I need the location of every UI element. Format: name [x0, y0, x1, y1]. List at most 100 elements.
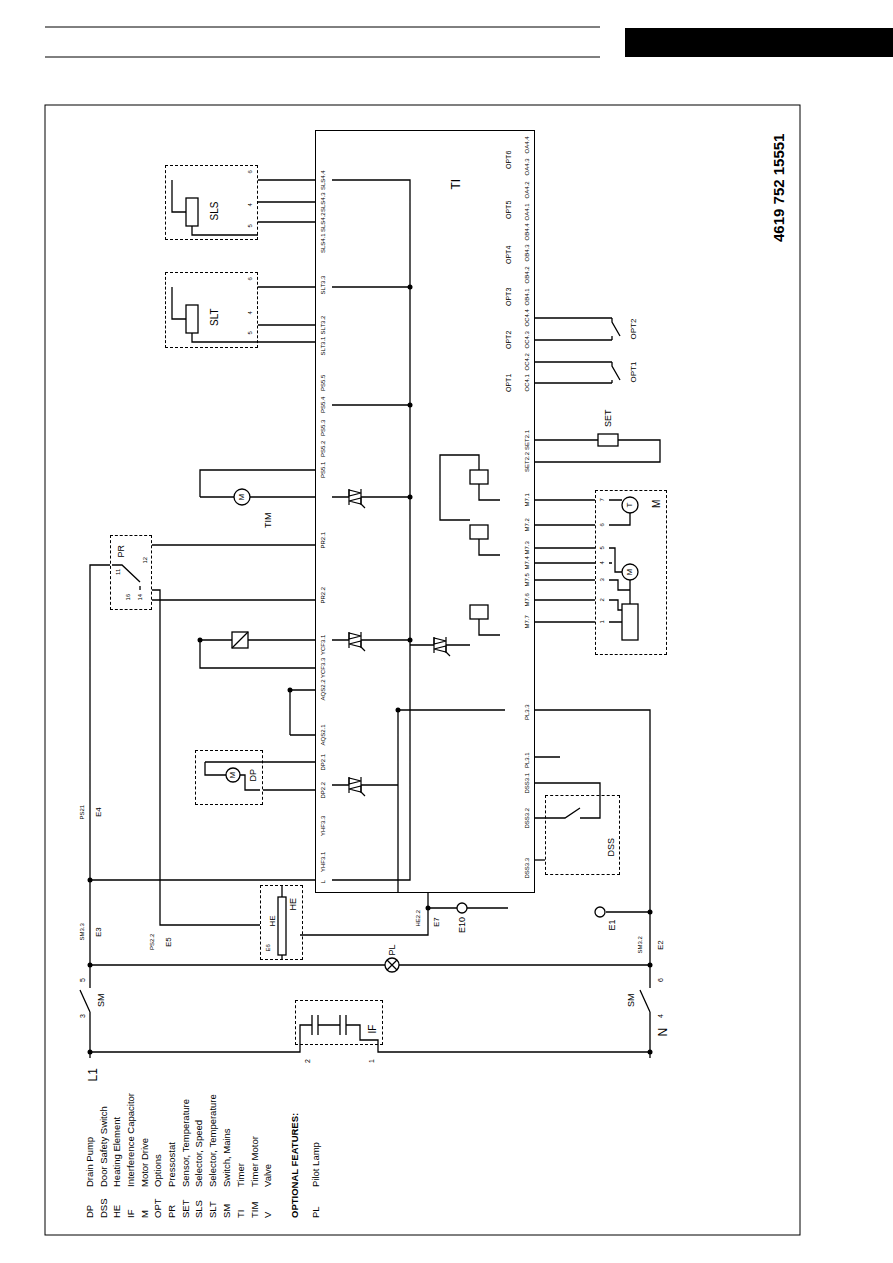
schematic-label: Selector, Temperature [208, 1094, 218, 1187]
schematic-label: V [263, 1212, 273, 1218]
schematic-label: SLT [208, 1201, 218, 1218]
junction-dot [408, 638, 413, 643]
relay-coil-symbol [470, 470, 488, 484]
schematic-label: 5 [247, 224, 253, 227]
schematic-label: PR2.1 [320, 532, 326, 549]
header-rule [45, 27, 600, 57]
schematic-label: SLS [194, 1200, 204, 1218]
schematic-label: Drain Pump [85, 1137, 95, 1187]
junction-dot [408, 403, 413, 408]
schematic-label: 5 [79, 978, 86, 982]
schematic-label: Motor Drive [140, 1138, 150, 1187]
schematic-label: OC4.1 [524, 374, 530, 391]
schematic-label: SLS4.4 [320, 170, 326, 190]
schematic-label: PR [167, 1205, 177, 1218]
schematic-label: E2 [657, 940, 665, 950]
schematic-label: SM3.3 [79, 923, 85, 940]
timer-motor-symbol [234, 489, 250, 505]
schematic-label: E3 [95, 927, 103, 937]
schematic-label: 7 [599, 498, 605, 501]
schematic-label: M7.4 [524, 556, 530, 569]
pilot-lamp-cross [387, 960, 397, 970]
schematic-label: SLT3.1 [320, 337, 326, 356]
schematic-label: M [238, 494, 246, 501]
schematic-label: SET2.2 [524, 452, 530, 472]
rotated-sheet: TISLSSLTPRDPHEHEDSSMIFDPDrain PumpDSSDoo… [45, 105, 800, 1235]
triac-symbol [349, 777, 365, 796]
schematic-label: Switch, Mains [222, 1128, 232, 1187]
schematic-label: M7.3 [524, 541, 530, 554]
schematic-label: PS5.1 [320, 462, 326, 478]
heating-element-symbol [278, 897, 286, 955]
header-bar [625, 28, 893, 57]
schematic-label: 1 [368, 1059, 375, 1063]
schematic-label: Sensor, Temperature [181, 1099, 191, 1187]
schematic-label: PL3.1 [524, 752, 530, 768]
schematic-label: E1 [608, 919, 617, 930]
schematic-label: SLT3.3 [320, 276, 326, 295]
schematic-label: HE [112, 1205, 122, 1218]
schematic-label: PL [388, 944, 397, 955]
schematic-label: 1 [599, 620, 605, 623]
schematic-label: SET [604, 409, 613, 427]
wire-connector [263, 789, 315, 790]
schematic-label: Pressostat [167, 1142, 177, 1187]
schematic-label: Timer [236, 1163, 246, 1187]
schematic-label: SLS4.3 [320, 192, 326, 212]
sensor-resistor-symbol [598, 434, 618, 446]
schematic-label: PL [311, 1206, 321, 1218]
schematic-label: OPT1 [505, 374, 512, 392]
junction-dot [408, 495, 413, 500]
component-label: PR [117, 545, 126, 558]
schematic-label: 2 [304, 1059, 311, 1063]
schematic-label: 16 [125, 594, 131, 601]
motor-symbol [622, 564, 638, 580]
schematic-label: M7.7 [524, 615, 530, 628]
schematic-label: PS5.5 [320, 375, 326, 391]
junction-dot [88, 963, 93, 968]
pilot-lamp-symbol [385, 958, 399, 972]
potentiometer-symbol [186, 305, 198, 333]
schematic-label: YHF3.3 [320, 816, 326, 836]
schematic-label: M [626, 569, 634, 576]
schematic-label: Door Safety Switch [99, 1106, 109, 1187]
schematic-label: PL3.3 [524, 704, 530, 720]
schematic-label: 6 [247, 277, 253, 280]
schematic-label: Interference Capacitor [126, 1093, 136, 1187]
schematic-label: OPTIONAL FEATURES: [290, 1113, 300, 1218]
schematic-label: DSS3.3 [524, 858, 530, 879]
schematic-label: OB4.4 [524, 223, 530, 240]
schematic-label: OPT4 [505, 246, 512, 264]
schematic-label: OA4.3 [524, 158, 530, 175]
schematic-label: M [140, 1210, 150, 1218]
junction-dot [198, 638, 203, 643]
pump-motor-symbol [226, 768, 240, 782]
timer-unit: TI [315, 130, 535, 893]
schematic-label: L1 [87, 1068, 99, 1081]
triac-symbol [434, 637, 450, 656]
wire-connector [152, 544, 315, 545]
schematic-label: 5 [599, 546, 605, 549]
connector-layer [45, 105, 800, 1235]
schematic-label: PS5.2 [320, 441, 326, 457]
schematic-label: 4619 752 15551 [771, 134, 786, 242]
speed-selector-box: SLS [165, 165, 258, 240]
schematic-label: 6 [247, 170, 253, 173]
wire-connector [258, 221, 315, 222]
schematic-label: PR2.2 [320, 587, 326, 604]
schematic-label: OPT2 [505, 331, 512, 349]
schematic-label: SLT3.2 [320, 316, 326, 335]
component-label: DSS [607, 838, 616, 857]
interference-filter-box: IF [295, 1000, 383, 1045]
schematic-label: HE2.2 [415, 910, 421, 927]
wire-connector [535, 499, 595, 500]
component-label: M [652, 500, 662, 508]
schematic-label: SM [222, 1204, 232, 1218]
temperature-selector-box: SLT [165, 272, 258, 348]
schematic-label: M [229, 772, 237, 779]
schematic-label: 2 [599, 598, 605, 601]
schematic-label: OPT5 [505, 201, 512, 219]
schematic-label: 4 [247, 203, 253, 206]
junction-dot [408, 285, 413, 290]
schematic-label: AQS2.1 [320, 724, 326, 745]
